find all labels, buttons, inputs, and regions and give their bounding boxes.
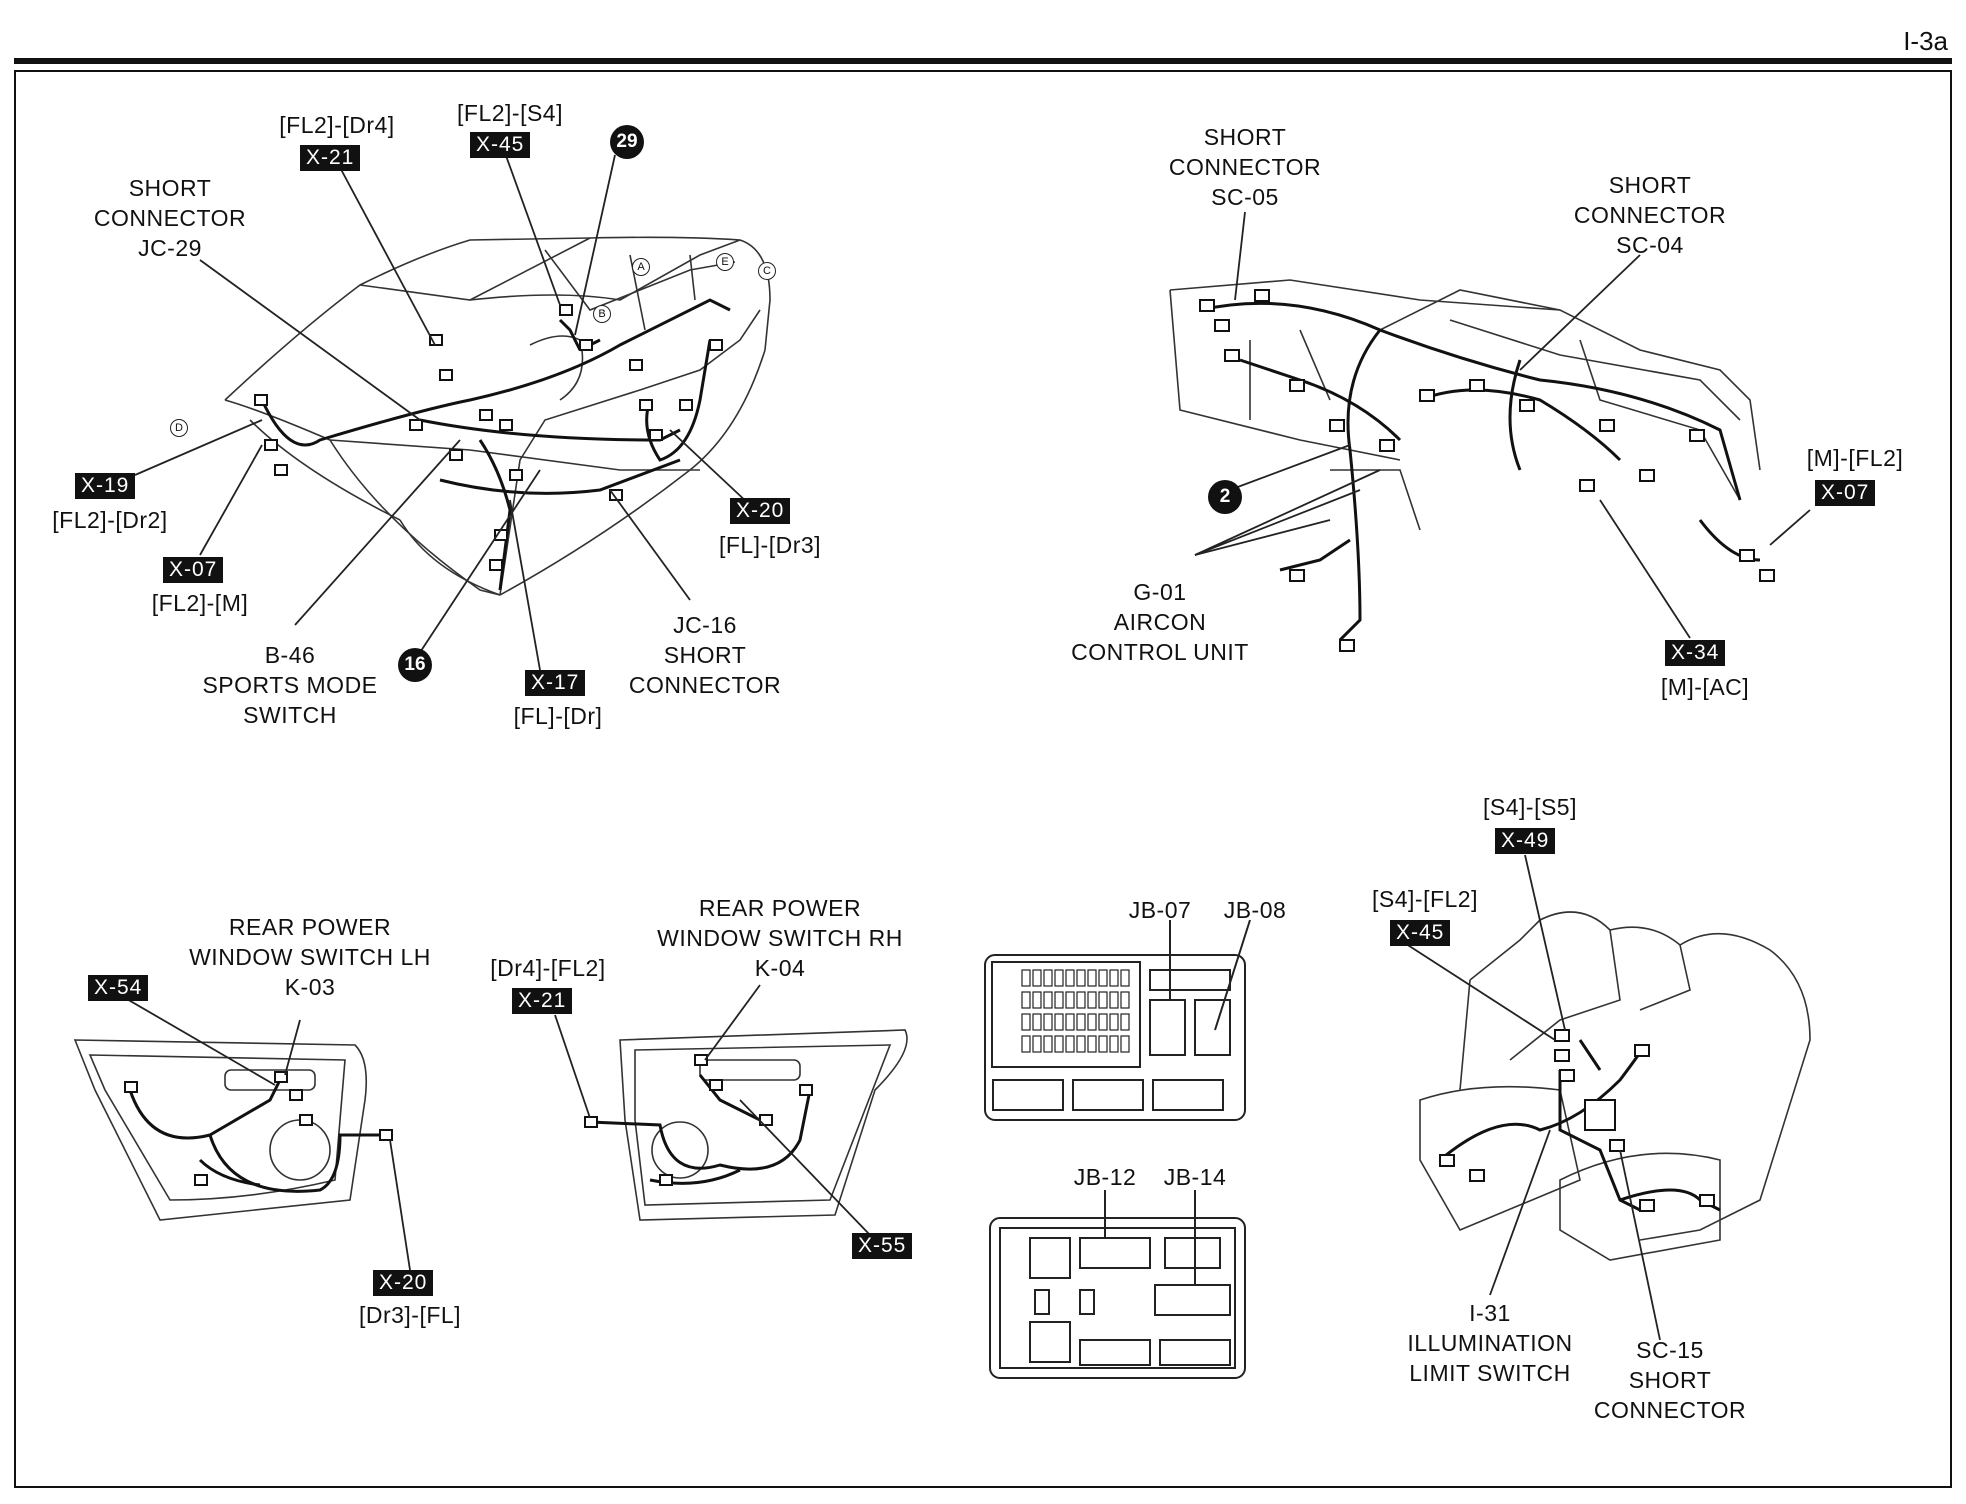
rear-seat-connectors xyxy=(1439,1029,1715,1212)
rear-door-lh-illustration xyxy=(73,1039,368,1221)
junction-box-jb07-jb08 xyxy=(984,919,1251,1121)
marker-d: D xyxy=(170,419,188,437)
g01-label: G-01 AIRCON CONTROL UNIT xyxy=(1071,579,1249,665)
vehicle-connectors xyxy=(254,304,723,571)
x45-code: X-45 xyxy=(470,132,531,158)
dashboard-connectors xyxy=(1199,289,1775,652)
callout-16: 16 xyxy=(398,648,432,682)
x21-door-code: X-21 xyxy=(512,988,573,1014)
jc16-label: JC-16 SHORT CONNECTOR xyxy=(628,612,782,698)
rear-door-lh-leader-lines xyxy=(119,994,411,1271)
rear-door-rh-illustration xyxy=(619,1029,908,1221)
rear-seat-leader-lines xyxy=(1399,854,1661,1341)
dr3-fl-label: [Dr3]-[FL] xyxy=(358,1302,462,1328)
dashboard-harness xyxy=(1199,301,1761,642)
fl-dr3-label: [FL]-[Dr3] xyxy=(718,532,822,558)
fl2-dr4-label: [FL2]-[Dr4] xyxy=(279,112,395,138)
m-ac-label: [M]-[AC] xyxy=(1660,674,1750,700)
fl-dr-label: [FL]-[Dr] xyxy=(513,703,603,729)
marker-e: E xyxy=(716,253,734,271)
rear-door-lh-harness xyxy=(128,1079,380,1193)
callout-29: 29 xyxy=(610,125,644,159)
k04-title: REAR POWER WINDOW SWITCH RH K-04 xyxy=(657,895,903,981)
vehicle-body-illustration xyxy=(224,236,771,596)
sc05-label: SHORT CONNECTOR SC-05 xyxy=(1168,124,1322,210)
jb14-label: JB-14 xyxy=(1163,1164,1227,1190)
x21-code: X-21 xyxy=(300,145,361,171)
x07-vehicle-code: X-07 xyxy=(163,557,224,583)
vehicle-leader-lines xyxy=(134,152,751,671)
x20-vehicle-code: X-20 xyxy=(730,498,791,524)
jc29-label: SHORT CONNECTOR JC-29 xyxy=(93,175,247,261)
sc15-label: SC-15 SHORT CONNECTOR xyxy=(1593,1337,1747,1423)
fl2-m-label: [FL2]-[M] xyxy=(151,590,249,616)
diagram-frame xyxy=(14,70,1952,1488)
jb07-label: JB-07 xyxy=(1128,897,1192,923)
jb08-label: JB-08 xyxy=(1223,897,1287,923)
x19-code: X-19 xyxy=(75,473,136,499)
rear-door-rh-leader-lines xyxy=(554,984,871,1236)
jb12-label: JB-12 xyxy=(1073,1164,1137,1190)
header-rule xyxy=(14,58,1952,64)
marker-a: A xyxy=(632,258,650,276)
x17-code: X-17 xyxy=(525,670,586,696)
s4-fl2-label: [S4]-[FL2] xyxy=(1372,886,1478,912)
dashboard-leader-lines xyxy=(1194,211,1811,639)
fl2-dr2-label: [FL2]-[Dr2] xyxy=(52,507,168,533)
m-fl2-label: [M]-[FL2] xyxy=(1806,445,1904,471)
marker-b: B xyxy=(593,305,611,323)
rear-seat-illustration xyxy=(1419,911,1811,1261)
rear-seat-harness xyxy=(1439,1039,1721,1212)
marker-c: C xyxy=(758,262,776,280)
rear-door-lh-connectors xyxy=(124,1071,393,1186)
k03-title: REAR POWER WINDOW SWITCH LH K-03 xyxy=(189,914,431,1000)
i31-label: I-31 ILLUMINATION LIMIT SWITCH xyxy=(1407,1300,1573,1386)
x20-door-code: X-20 xyxy=(373,1270,434,1296)
junction-box-jb12-jb14 xyxy=(989,1190,1246,1379)
fl2-s4-label: [FL2]-[S4] xyxy=(457,100,563,126)
dr4-fl2-label: [Dr4]-[FL2] xyxy=(490,955,606,981)
x49-code: X-49 xyxy=(1495,828,1556,854)
page-number: I-3a xyxy=(1903,26,1948,56)
callout-2: 2 xyxy=(1208,480,1242,514)
jb07-fuse-array xyxy=(1021,969,1130,1053)
s4-s5-label: [S4]-[S5] xyxy=(1483,794,1577,820)
x54-code: X-54 xyxy=(88,975,149,1001)
rear-door-rh-connectors xyxy=(584,1054,813,1186)
sc04-label: SHORT CONNECTOR SC-04 xyxy=(1573,172,1727,258)
vehicle-harness xyxy=(260,298,731,591)
x07-dashboard-code: X-07 xyxy=(1815,480,1876,506)
dashboard-illustration xyxy=(1169,279,1761,531)
x55-code: X-55 xyxy=(852,1233,913,1259)
b46-label: B-46 SPORTS MODE SWITCH xyxy=(202,642,378,728)
x34-code: X-34 xyxy=(1665,640,1726,666)
x45-seat-code: X-45 xyxy=(1390,920,1451,946)
